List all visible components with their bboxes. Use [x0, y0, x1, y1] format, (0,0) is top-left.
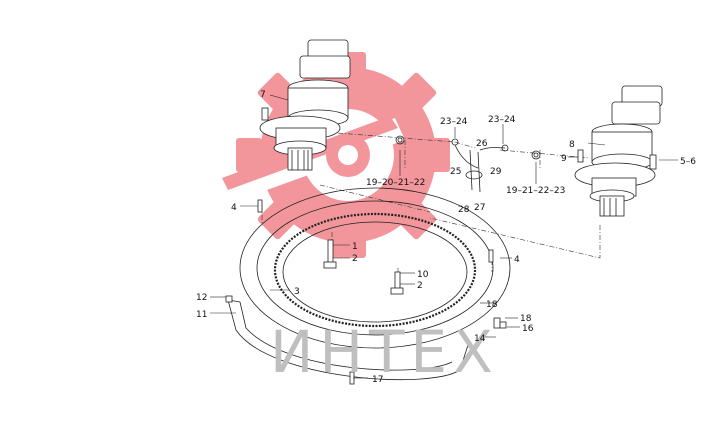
- slewing-ring: [227, 187, 511, 381]
- hose-assembly: [395, 135, 541, 193]
- part-labels: 7 8 9 5–6 4 4 23–24 23–24 26 25 29 28 27…: [196, 90, 696, 385]
- label-7: 7: [260, 90, 266, 100]
- label-8: 8: [569, 140, 575, 150]
- label-16: 16: [522, 324, 534, 334]
- label-27: 27: [474, 203, 485, 213]
- label-17: 17: [372, 375, 383, 385]
- label-9: 9: [561, 154, 567, 164]
- label-12: 12: [196, 293, 207, 303]
- label-11: 11: [196, 310, 207, 320]
- motor-left: [259, 39, 351, 171]
- bolts: [225, 199, 507, 385]
- label-14: 14: [474, 334, 486, 344]
- label-4-right: 4: [514, 255, 520, 265]
- label-25: 25: [450, 167, 461, 177]
- leader-lines: [210, 94, 678, 379]
- label-3: 3: [294, 287, 300, 297]
- label-4-left: 4: [231, 203, 237, 213]
- label-2-upper: 2: [352, 254, 358, 264]
- label-18-lower: 18: [520, 314, 532, 324]
- label-10: 10: [417, 270, 429, 280]
- label-5-6: 5–6: [680, 157, 696, 167]
- label-2-lower: 2: [417, 281, 423, 291]
- label-26: 26: [476, 139, 488, 149]
- label-19-21-22-23: 19–21–22–23: [506, 186, 565, 196]
- label-23-24-left: 23–24: [440, 117, 468, 127]
- label-29: 29: [490, 167, 502, 177]
- label-18-upper: 18: [486, 300, 498, 310]
- label-1: 1: [352, 242, 358, 252]
- label-19-20-21-22: 19–20–21–22: [366, 178, 425, 188]
- motor-right: [574, 85, 663, 217]
- label-23-24-right: 23–24: [488, 115, 516, 125]
- label-28: 28: [458, 205, 470, 215]
- watermark-text: ИНТЕХ: [270, 318, 499, 386]
